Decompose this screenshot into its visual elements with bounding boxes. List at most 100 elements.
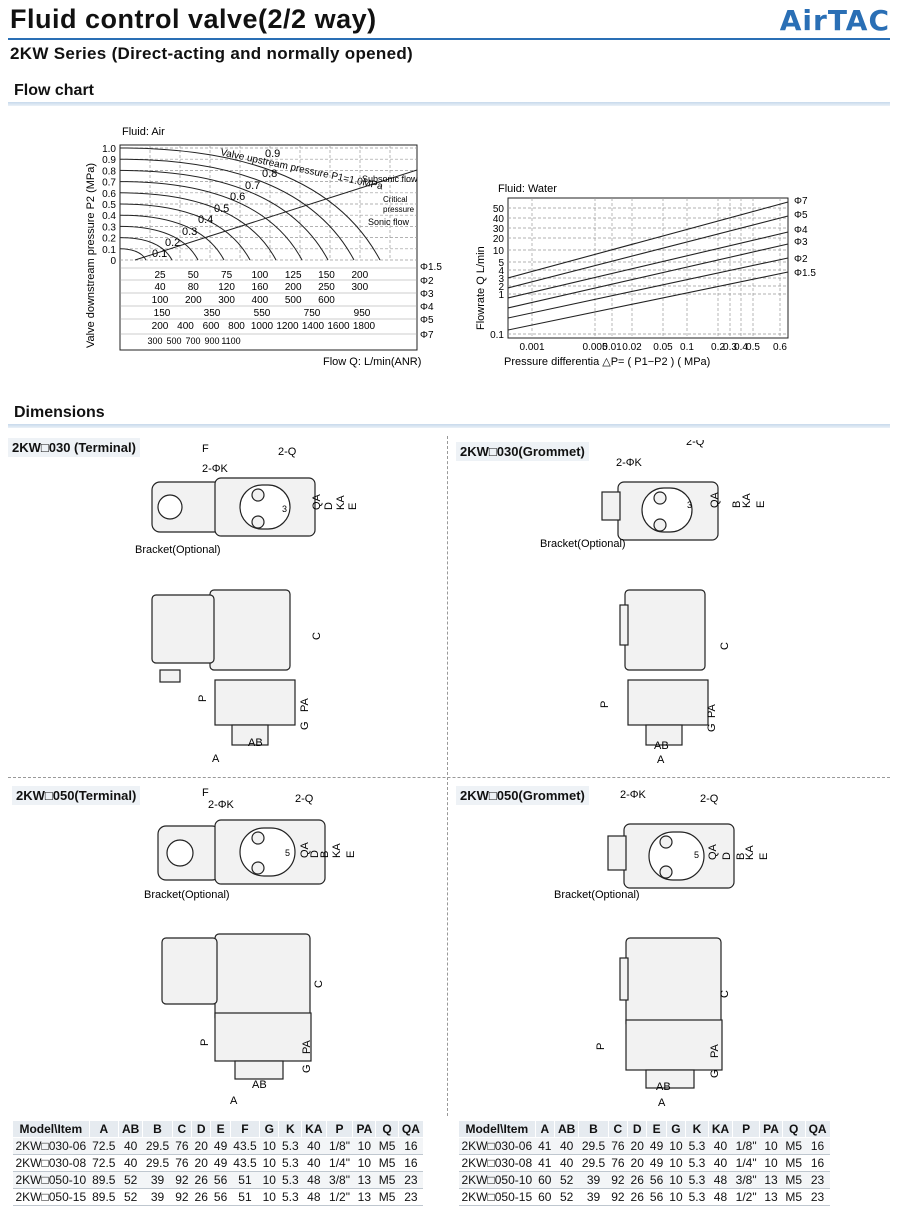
table-header-cell: KA (707, 1120, 734, 1138)
dim-P-3: P (199, 1039, 211, 1046)
air-scale-value: 800 (228, 321, 245, 332)
air-scale-orifice: Φ5 (420, 315, 434, 326)
water-x-tick: 0.02 (622, 342, 642, 353)
water-chart-frame (507, 197, 789, 339)
air-curve-label: 0.8 (262, 168, 277, 180)
table-cell: M5 (782, 1188, 806, 1206)
table-cell: 56 (646, 1171, 667, 1189)
air-scale-value: 75 (221, 270, 233, 281)
air-y-tick: 0.4 (102, 211, 116, 222)
table-cell: 40 (301, 1137, 327, 1155)
air-scale-value: 900 (204, 336, 219, 346)
table-cell: 40 (118, 1154, 143, 1172)
table-cell: 26 (191, 1171, 211, 1189)
air-scale-value: 300 (147, 336, 162, 346)
dim-F-3: F (202, 788, 209, 799)
table-cell: 23 (805, 1188, 831, 1206)
air-scale-value: 1400 (302, 321, 325, 332)
dim-C-4: C (719, 990, 731, 998)
table-header-cell: AB (553, 1120, 580, 1138)
drawing-030-grommet: 2-Q 2-ΦK 3 QA B KA E Bracket(Optional) C… (540, 440, 767, 766)
drawing-030-terminal: F 2-Q 2-ΦK 3 QA D KA E Bracket(Optional)… (135, 443, 359, 765)
table-cell: 3/8" (732, 1171, 760, 1189)
air-scale-value: 160 (252, 282, 269, 293)
dim-G-3: G (301, 1064, 313, 1073)
air-flow-chart: Fluid: Air Valve downstream pressure P2 … (85, 126, 442, 368)
table-cell: 60 (535, 1188, 555, 1206)
table-header-cell: Model\Item (458, 1120, 536, 1138)
air-chart-frame (119, 144, 418, 351)
air-curve-label: 0.7 (245, 180, 260, 192)
air-scale-value: 400 (252, 295, 269, 306)
air-scale-value: 300 (351, 282, 368, 293)
dim-KA-4: KA (744, 845, 756, 860)
table-cell: 13 (352, 1188, 376, 1206)
air-chart-fluid-label: Fluid: Air (122, 126, 165, 138)
dim-AB-3: AB (252, 1079, 267, 1091)
table-cell: 2KW□050-10 (12, 1171, 90, 1189)
table-cell: 20 (191, 1137, 211, 1155)
dim-A-2: A (657, 754, 665, 766)
drawing-050-grommet: 2-ΦK 2-Q 5 QA D B KA E Bracket(Optional)… (554, 789, 770, 1109)
air-scale-value: 250 (318, 282, 335, 293)
section-bar (8, 424, 890, 428)
dim-QA: QA (311, 493, 323, 510)
dim-B-2: B (731, 501, 743, 508)
table-cell: 40 (301, 1154, 327, 1172)
table-header-cell: G (665, 1120, 687, 1138)
table-cell: 1/2" (326, 1188, 353, 1206)
dim-Q-4: 2-Q (700, 793, 719, 805)
section-heading-flow-chart: Flow chart (14, 82, 95, 99)
table-cell: 10 (259, 1154, 279, 1172)
water-y-tick: 2 (498, 282, 504, 293)
water-y-tick: 5 (498, 258, 504, 269)
drawing-050-terminal: F 2-Q 2-ΦK 5 QA D B KA E Bracket(Optiona… (144, 788, 357, 1107)
table-cell: 39 (142, 1171, 173, 1189)
air-pressure-curve (119, 203, 251, 261)
water-y-tick: 4 (498, 266, 504, 277)
dim-AB: AB (248, 737, 263, 749)
water-series-label: Φ3 (794, 237, 808, 248)
air-curve-label: 0.3 (182, 226, 197, 238)
table-cell: 52 (118, 1188, 143, 1206)
bracket-label-3: Bracket(Optional) (144, 889, 230, 901)
dim-P-2: P (599, 701, 611, 708)
air-curve-label: 0.5 (214, 203, 229, 215)
air-scale-value: 1800 (353, 321, 376, 332)
table-cell: 29.5 (578, 1154, 609, 1172)
table-cell: 41 (535, 1154, 555, 1172)
air-pressure-curve (119, 181, 303, 261)
table-cell: 39 (578, 1171, 609, 1189)
air-scale-value: 200 (152, 321, 169, 332)
air-y-tick: 0.7 (102, 178, 116, 189)
dim-Q-2: 2-Q (686, 440, 705, 448)
table-header-cell: G (259, 1120, 280, 1138)
water-series-label: Φ4 (794, 225, 808, 236)
dim-QA-4: QA (707, 843, 719, 860)
table-cell: 92 (608, 1171, 628, 1189)
table-header-cell: Model\Item (12, 1120, 90, 1138)
table-cell: 1/4" (326, 1154, 353, 1172)
water-x-tick: 0.6 (773, 342, 787, 353)
dim-AB-4: AB (656, 1081, 671, 1093)
drawing-label-030-terminal: 2KW□030 (Terminal) (8, 438, 140, 457)
air-scale-value: 1600 (327, 321, 350, 332)
dim-QA-3: QA (299, 841, 311, 858)
table-header-cell: P (325, 1120, 354, 1138)
table-cell: 10 (666, 1188, 686, 1206)
table-cell: 13 (759, 1188, 783, 1206)
table-cell: 23 (805, 1171, 831, 1189)
air-y-tick: 0.6 (102, 189, 116, 200)
table-cell: M5 (782, 1154, 806, 1172)
air-scale-orifice: Φ4 (420, 302, 434, 313)
dim-A-3: A (230, 1095, 238, 1107)
table-header-cell: P (732, 1120, 761, 1138)
table-header-cell: F (229, 1120, 261, 1138)
dim-G: G (299, 721, 311, 730)
air-y-tick: 1.0 (102, 144, 116, 155)
panel-divider-vertical (447, 436, 448, 1116)
air-scale-value: 100 (152, 295, 169, 306)
air-scale-value: 500 (285, 295, 302, 306)
air-scale-value: 1000 (251, 321, 274, 332)
